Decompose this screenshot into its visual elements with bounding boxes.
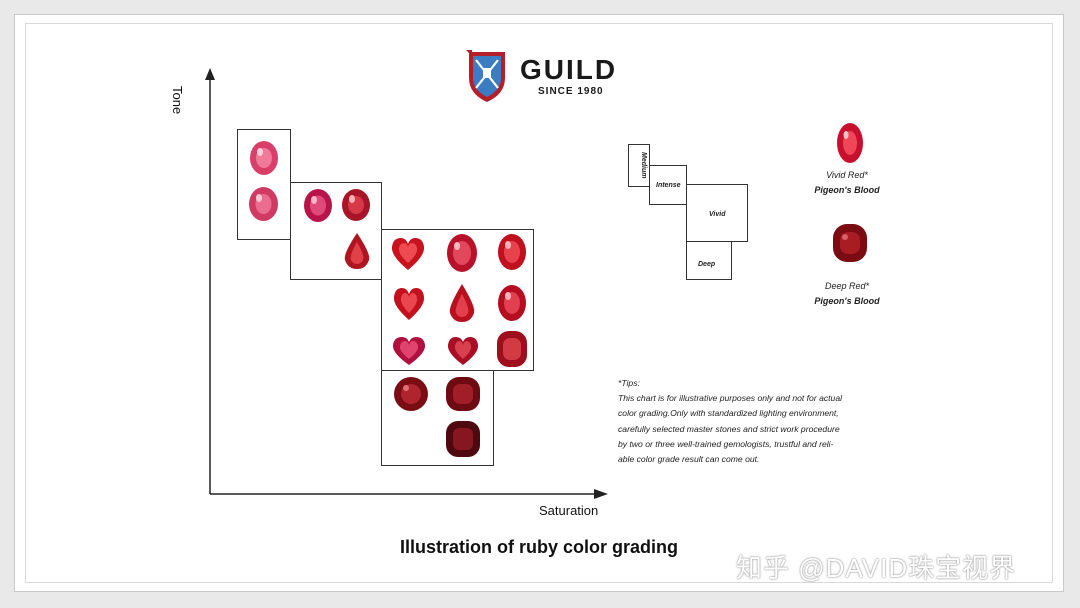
ruby-oval-pink	[250, 141, 278, 175]
ruby-heart-red	[391, 238, 425, 270]
legend-deep-red-sub: Pigeon's Blood	[814, 296, 880, 306]
ruby-cushion-deep	[446, 377, 480, 411]
deep-red-ruby	[833, 224, 867, 262]
scale-step-label: Deep	[698, 261, 716, 268]
scale-step-vivid	[686, 184, 748, 242]
vivid-red-ruby	[837, 123, 863, 163]
watermark-text: 知乎 @DAVID珠宝视界	[736, 553, 1017, 583]
scale-step-deep	[686, 241, 732, 280]
tone-axis-label: Tone	[170, 86, 185, 115]
ruby-cushion-red	[497, 331, 527, 367]
ruby-oval-red	[447, 234, 477, 272]
y-axis-arrow	[205, 68, 215, 80]
image-frame	[14, 14, 1064, 592]
grade-box-4	[381, 370, 494, 466]
ruby-pear-red	[344, 233, 370, 269]
ruby-heart-magenta	[392, 337, 426, 365]
ruby-pear-red	[449, 284, 475, 322]
x-axis-arrow	[594, 489, 608, 499]
ruby-round-deep	[394, 377, 428, 411]
shield-crest-icon	[466, 50, 505, 102]
logo-wordmark: GUILD	[520, 54, 618, 85]
saturation-axis-label: Saturation	[539, 503, 599, 518]
scale-step-label: Vivid	[709, 211, 726, 218]
ruby-oval-red	[342, 189, 370, 221]
legend-vivid-red-name: Vivid Red*	[826, 170, 868, 180]
tips-line: carefully selected master stones and str…	[618, 423, 840, 434]
axes	[205, 68, 608, 499]
ruby-heart-red	[447, 337, 479, 365]
legend-deep-red-name: Deep Red*	[824, 281, 870, 291]
tips-line: able color grade result can come out.	[618, 454, 760, 465]
ruby-heart-red	[393, 288, 425, 320]
tips-line: This chart is for illustrative purposes …	[618, 393, 843, 404]
tips-note: *Tips: This chart is for illustrative pu…	[618, 376, 890, 467]
inner-border	[25, 23, 1053, 583]
scale-step-label: Medium	[640, 152, 647, 179]
ruby-oval-magenta	[304, 189, 332, 222]
tips-line: by two or three well-trained gemologists…	[618, 438, 834, 449]
guild-logo: GUILD SINCE 1980	[466, 48, 626, 104]
tips-heading: *Tips:	[618, 378, 640, 388]
legend-vivid-red-sub: Pigeon's Blood	[814, 185, 880, 195]
scale-step-label: Intense	[656, 182, 681, 189]
ruby-cushion-deep	[446, 421, 480, 457]
tips-line: color grading.Only with standardized lig…	[618, 408, 839, 419]
ruby-oval-red	[498, 234, 526, 270]
ruby-oval-pink	[249, 187, 278, 221]
diagram-title: Illustration of ruby color grading	[400, 537, 679, 557]
logo-since: SINCE 1980	[538, 86, 604, 97]
ruby-oval-red	[498, 285, 526, 321]
